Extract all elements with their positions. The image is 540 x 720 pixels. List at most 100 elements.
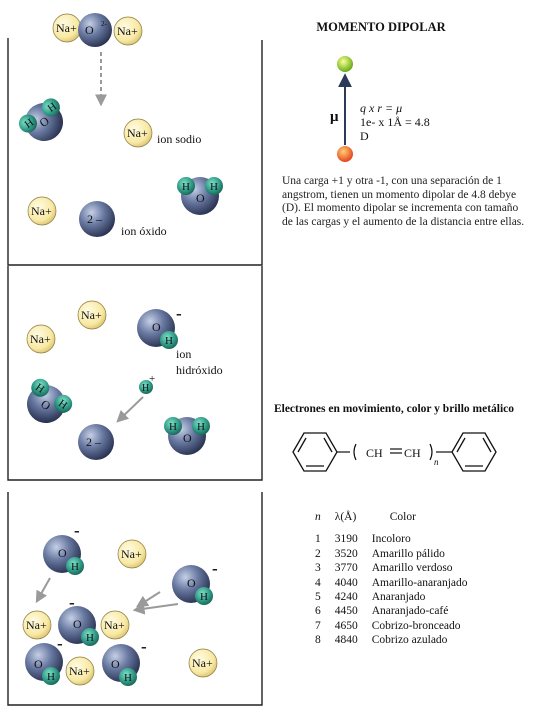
proton	[139, 380, 153, 394]
table-cell: 1	[315, 533, 321, 546]
hydrogen-atom	[119, 668, 137, 686]
chain-subscript: n	[434, 457, 439, 467]
table-cell: 3520	[334, 547, 358, 560]
table-row: 2 3520 Amarillo pálido	[305, 547, 472, 561]
table-header-row: n λ(Å) Color	[305, 510, 472, 532]
hydrogen-atom	[81, 628, 99, 646]
svg-text:H: H	[210, 181, 218, 193]
table-cell: 4040	[334, 576, 358, 589]
table-cell: 2	[315, 547, 321, 560]
sodium-ion-label: Na+	[117, 24, 138, 38]
chain-unit: CH	[404, 446, 421, 460]
svg-text:O: O	[196, 191, 205, 205]
hydrogen-atom	[164, 417, 182, 435]
svg-text:-: -	[212, 559, 218, 578]
table-cell: Amarillo pálido	[371, 547, 445, 560]
table-cell: 4450	[334, 605, 358, 618]
table-row: 6 4450 Anaranjado-café	[305, 604, 472, 618]
hydroxide-ion: O H -	[25, 634, 63, 685]
sodium-ion	[188, 648, 218, 678]
table-cell: Anaranjado-café	[371, 605, 449, 618]
hydroxide-caption: ion	[176, 347, 191, 361]
sodium-ion-label: Na+	[104, 618, 125, 632]
hydroxide-ion: O H -	[43, 521, 84, 575]
table-row: 8 4840 Cobrizo azulado	[305, 633, 472, 647]
oxide-ion	[78, 13, 112, 47]
svg-text:O: O	[187, 576, 196, 590]
svg-text:H: H	[124, 672, 132, 684]
svg-text:O: O	[152, 320, 161, 334]
chain-unit: CH	[366, 446, 383, 460]
negative-charge-ball	[337, 56, 353, 72]
sodium-ion-label: Na+	[192, 656, 213, 670]
sodium-ion	[26, 324, 56, 354]
table-cell: Cobrizo azulado	[371, 634, 448, 647]
proton-label: H	[142, 383, 149, 394]
svg-text:-: -	[57, 634, 63, 653]
table-cell: 6	[315, 605, 321, 618]
svg-text:H: H	[71, 561, 79, 573]
sodium-ion	[27, 196, 57, 226]
hydrogen-atom	[160, 331, 178, 349]
table-cell: 3190	[334, 533, 358, 546]
beaker-top	[7, 38, 263, 266]
sodium-ion	[117, 539, 147, 569]
svg-text:H: H	[182, 181, 190, 193]
dipole-formula-1: q x r = μ	[360, 101, 402, 115]
sodium-ion	[65, 656, 95, 686]
sodium-ion	[22, 610, 52, 640]
svg-text:O: O	[111, 657, 120, 671]
table-cell: 8	[315, 634, 321, 647]
oxide-ion-label: 2 –	[87, 212, 103, 226]
dipole-formula-2: 1e- x 1Å = 4.8	[360, 115, 430, 129]
hydroxide-arrow	[132, 602, 179, 615]
proton-arrow	[116, 396, 144, 423]
water-molecule: O H H	[18, 98, 63, 141]
table-cell: Cobrizo-bronceado	[371, 619, 461, 632]
water-molecule: O H H	[177, 177, 223, 215]
svg-text:-: -	[74, 521, 80, 540]
hydrogen-atom	[18, 114, 37, 133]
hydrogen-atom	[42, 667, 60, 685]
oxide-ion-label: O	[85, 23, 94, 37]
hydrogen-atom	[177, 177, 195, 195]
sodium-ion	[113, 16, 143, 46]
dipole-description: Una carga +1 y otra -1, con una separaci…	[282, 175, 525, 228]
svg-text:H: H	[200, 591, 208, 603]
proton-charge: +	[149, 373, 155, 385]
oxide-ion-label: 2 –	[86, 435, 102, 449]
hydrogen-atom	[205, 177, 223, 195]
hydroxide-ion: O H -	[58, 593, 99, 646]
oxide-ion	[79, 201, 115, 237]
sodium-ion-label: Na+	[26, 618, 47, 632]
table-cell: 4240	[334, 591, 358, 604]
hydrogen-atom	[192, 417, 210, 435]
bracket-open	[353, 443, 357, 461]
sodium-ion-label: Na+	[30, 332, 51, 346]
sodium-ion	[100, 610, 130, 640]
column-header: n	[315, 511, 321, 523]
hydrogen-atom	[54, 394, 73, 413]
oxide-ion-charge: 2-	[101, 20, 108, 28]
svg-text:O: O	[183, 431, 192, 445]
svg-text:-: -	[141, 637, 147, 656]
sodium-ion-caption: ion sodio	[157, 132, 201, 146]
hydrogen-atom	[31, 378, 50, 397]
table-cell: Amarillo-anaranjado	[371, 576, 468, 589]
sodium-ion	[123, 118, 153, 148]
svg-text:H: H	[86, 632, 94, 644]
svg-text:-: -	[69, 593, 75, 612]
sodium-ion-label: Na+	[121, 547, 142, 561]
sodium-ion-label: Na+	[81, 308, 102, 322]
oxide-ion	[78, 424, 114, 460]
table-cell: 4840	[334, 634, 358, 647]
svg-text:H: H	[169, 421, 177, 433]
oxide-ion-caption: ion óxido	[121, 224, 167, 238]
beaker-middle	[7, 266, 263, 481]
